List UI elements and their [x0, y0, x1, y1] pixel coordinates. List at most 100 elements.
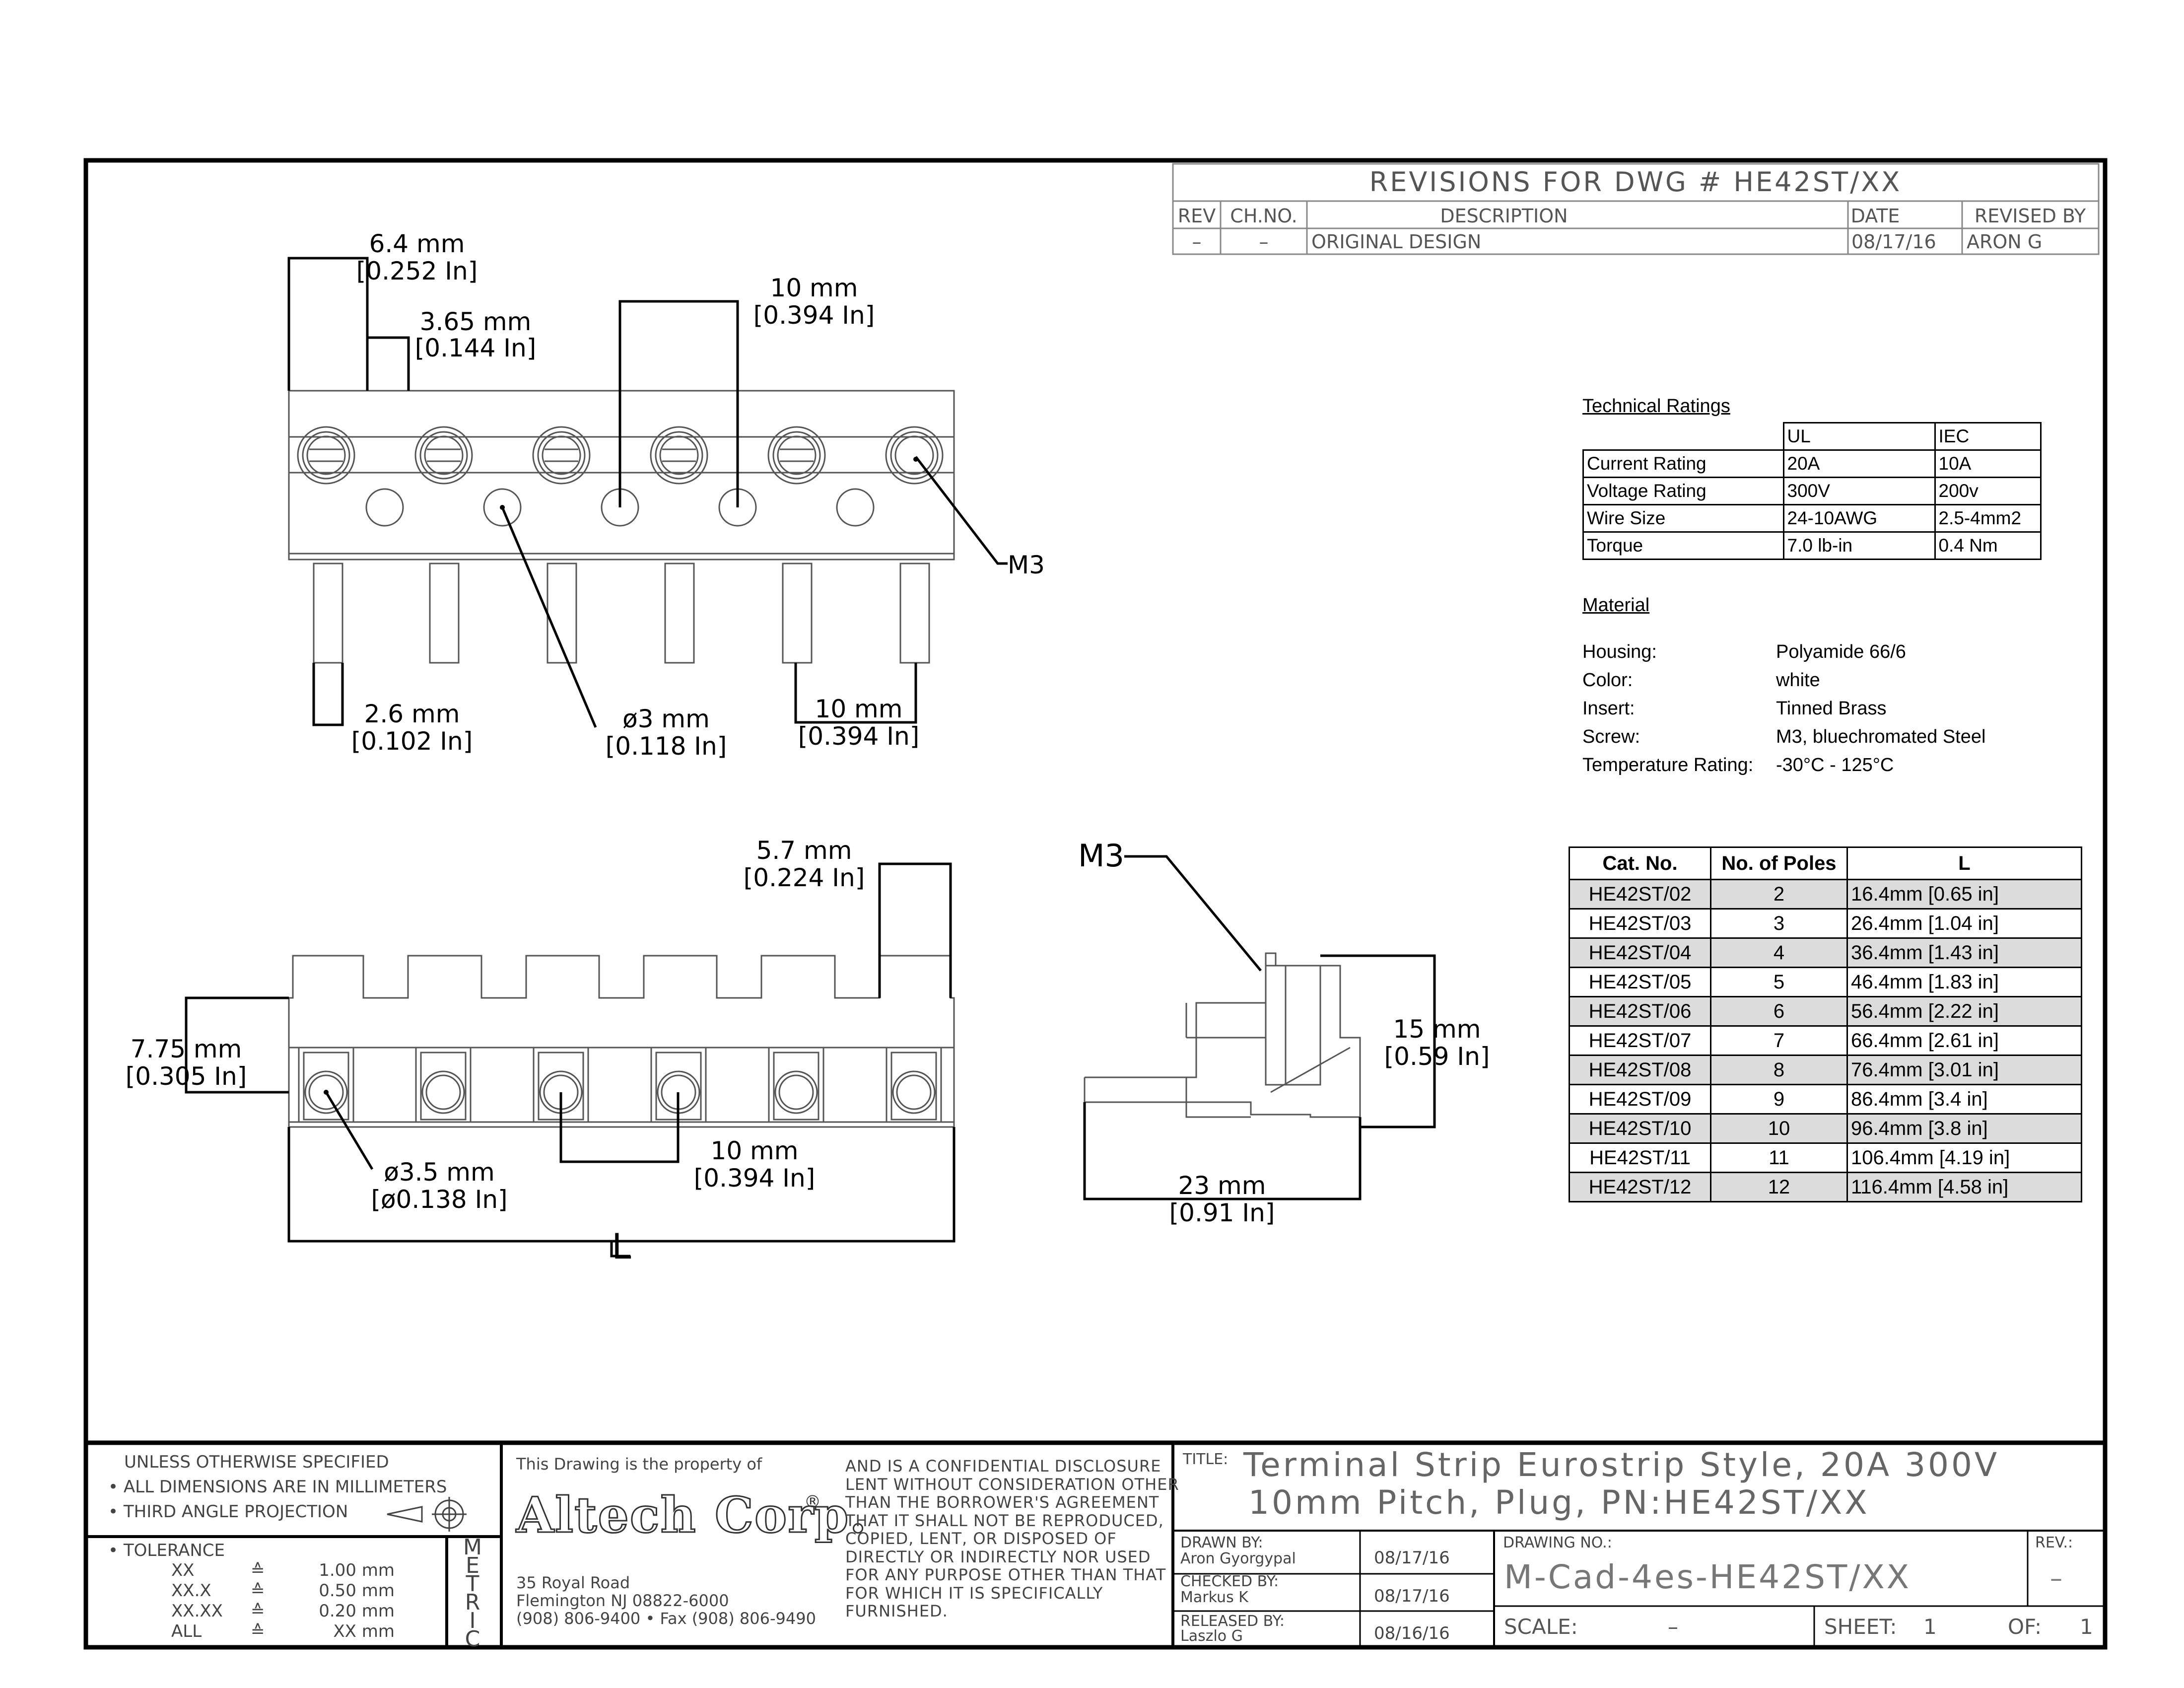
- tb-of: 1: [2080, 1615, 2093, 1639]
- tb-third-angle: • THIRD ANGLE PROJECTION: [108, 1502, 348, 1522]
- rev-header-chno: CH.NO.: [1230, 205, 1297, 227]
- sheet-border: [83, 158, 2108, 1650]
- material-label: Screw:: [1582, 726, 1640, 747]
- rev-row-date: 08/17/16: [1851, 231, 1936, 253]
- confidential-line: THAT IT SHALL NOT BE REPRODUCED,: [845, 1511, 1164, 1530]
- catalog-L: 46.4mm [1.83 in]: [1846, 967, 2082, 997]
- dim-top-d5: ø3 mm: [622, 704, 710, 733]
- technical-ul: 20A: [1782, 449, 1936, 478]
- catalog-catno: HE42ST/03: [1569, 908, 1711, 939]
- technical-ul: 24-10AWG: [1782, 504, 1936, 533]
- rev-row-revised-by: ARON G: [1967, 231, 2042, 253]
- dim-front-d4-in: [0.394 In]: [694, 1164, 815, 1193]
- material-label: Housing:: [1582, 641, 1657, 662]
- tb-drawing-no: M-Cad-4es-HE42ST/XX: [1504, 1558, 1911, 1596]
- dim-top-d3: 10 mm: [770, 274, 858, 302]
- tb-drawn-date: 08/17/16: [1374, 1548, 1450, 1568]
- tb-all-dims: • ALL DIMENSIONS ARE IN MILLIMETERS: [108, 1477, 447, 1497]
- confidential-line: THAN THE BORROWER'S AGREEMENT: [845, 1493, 1160, 1512]
- revisions-title: REVISIONS FOR DWG # HE42ST/XX: [1369, 166, 1902, 198]
- tol-symbol: ≙: [251, 1601, 265, 1621]
- catalog-L: 66.4mm [2.61 in]: [1846, 1025, 2082, 1056]
- tol-name: XX.XX: [171, 1601, 223, 1621]
- technical-label: Torque: [1582, 531, 1784, 560]
- catalog-catno: HE42ST/09: [1569, 1084, 1711, 1115]
- registered-icon: ®: [804, 1492, 821, 1512]
- revisions-block: [1172, 163, 2100, 255]
- dim-top-d2-in: [0.144 In]: [415, 334, 536, 362]
- front-cell: [886, 1047, 942, 1123]
- rev-header-rev: REV: [1178, 205, 1216, 227]
- tb-sheet-label: SHEET:: [1824, 1615, 1897, 1639]
- front-view-dimensions: [185, 862, 956, 1258]
- tol-value: 0.50 mm: [319, 1581, 395, 1601]
- front-cell: [298, 1047, 354, 1123]
- tb-third-angle-text: THIRD ANGLE PROJECTION: [123, 1502, 348, 1522]
- catalog-poles: 8: [1710, 1055, 1848, 1085]
- dim-top-d5-in: [0.118 In]: [606, 732, 727, 761]
- top-view: [288, 390, 955, 664]
- tb-property: This Drawing is the property of: [516, 1455, 762, 1474]
- catalog-poles: 10: [1710, 1113, 1848, 1144]
- catalog-L: 16.4mm [0.65 in]: [1846, 879, 2082, 910]
- side-view: [1084, 952, 1361, 1118]
- tb-rev: –: [2050, 1564, 2062, 1593]
- catalog-poles: 7: [1710, 1025, 1848, 1056]
- rev-row-chno: –: [1259, 231, 1269, 253]
- catalog-poles: 9: [1710, 1084, 1848, 1115]
- screw-terminal: [414, 426, 473, 485]
- screw-terminal: [297, 426, 355, 485]
- catalog-catno: HE42ST/12: [1569, 1172, 1711, 1202]
- tb-of-label: OF:: [2008, 1615, 2042, 1639]
- address-line: Flemington NJ 08822-6000: [516, 1591, 729, 1610]
- tb-drawing-no-label: DRAWING NO.:: [1503, 1534, 1612, 1551]
- confidential-line: LENT WITHOUT CONSIDERATION OTHER: [845, 1475, 1179, 1494]
- tb-scale-label: SCALE:: [1504, 1615, 1578, 1639]
- catalog-catno: HE42ST/08: [1569, 1055, 1711, 1085]
- tb-tol-symbols: ≙ ≙ ≙ ≙: [251, 1560, 265, 1642]
- tb-tol-values: 1.00 mm 0.50 mm 0.20 mm XX mm: [305, 1560, 395, 1642]
- catalog-L: 106.4mm [4.19 in]: [1846, 1142, 2082, 1173]
- dim-front-d2-in: [0.305 In]: [126, 1062, 247, 1091]
- confidential-line: FOR ANY PURPOSE OTHER THAN THAT: [845, 1565, 1166, 1584]
- dim-top-d1: 6.4 mm: [369, 229, 465, 258]
- tb-released-label: RELEASED BY:: [1180, 1613, 1285, 1630]
- rev-header-revised-by: REVISED BY: [1975, 205, 2086, 227]
- tol-name: ALL: [171, 1621, 202, 1641]
- dim-top-d6-in: [0.394 In]: [798, 722, 919, 751]
- front-cell: [768, 1047, 824, 1123]
- tol-symbol: ≙: [251, 1560, 265, 1580]
- screw-terminal: [532, 426, 591, 485]
- rev-row-description: ORIGINAL DESIGN: [1311, 231, 1481, 253]
- screw-terminal: [767, 426, 826, 485]
- material-value: -30°C - 125°C: [1776, 755, 1894, 775]
- tb-tol-names: XX XX.X XX.XX ALL: [171, 1560, 223, 1642]
- dim-side-d1-in: [0.59 In]: [1384, 1042, 1490, 1071]
- metric-letter: R: [465, 1590, 480, 1615]
- company-logo: Altech Corp.: [516, 1486, 868, 1545]
- tb-title-label: TITLE:: [1183, 1451, 1228, 1468]
- catalog-catno: HE42ST/11: [1569, 1142, 1711, 1173]
- tb-metric: M E T R I C: [458, 1537, 487, 1650]
- catalog-poles: 11: [1710, 1142, 1848, 1173]
- material-value: Tinned Brass: [1776, 698, 1887, 719]
- catalog-poles: 6: [1710, 996, 1848, 1027]
- tb-drawn-label: DRAWN BY:: [1180, 1534, 1263, 1551]
- catalog-L: 96.4mm [3.8 in]: [1846, 1113, 2082, 1144]
- catalog-header-catno: Cat. No.: [1569, 846, 1711, 880]
- dim-front-d4: 10 mm: [711, 1136, 799, 1165]
- technical-label: Wire Size: [1582, 504, 1784, 533]
- tb-scale: –: [1668, 1615, 1678, 1639]
- front-cell: [415, 1047, 472, 1123]
- catalog-catno: HE42ST/02: [1569, 879, 1711, 910]
- tb-rev-label: REV.:: [2035, 1534, 2073, 1551]
- catalog-catno: HE42ST/10: [1569, 1113, 1711, 1144]
- dim-top-d3-in: [0.394 In]: [753, 301, 875, 330]
- titleblock-grid: [86, 1443, 2105, 1647]
